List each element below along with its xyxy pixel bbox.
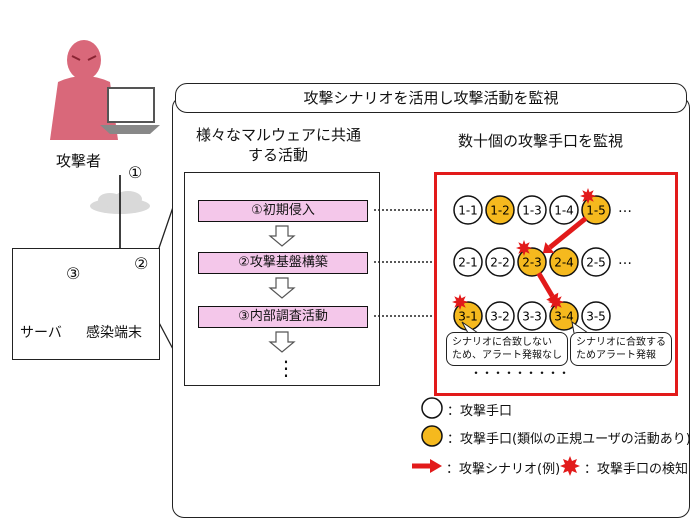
legend-similar-label: ：攻撃手口(類似の正規ユーザの活動あり) [447,432,691,447]
stage-internal-recon: ③内部調査活動 [198,306,368,328]
detection-burst-icon [580,188,596,204]
legend-normal-label: ：攻撃手口 [447,404,513,419]
legend-similar-icon [421,425,443,447]
legend-detection-icon [560,456,580,476]
scenario-arrow-2 [536,271,555,298]
main-title: 攻撃シナリオを活用し攻撃活動を監視 [175,83,687,113]
row-1-ellipsis: … [618,200,632,216]
laptop-icon [100,87,160,134]
technique-node-label: 3-5 [586,310,606,324]
technique-node: 3-2 [485,301,515,331]
left-heading-line2: する活動 [248,146,309,164]
step-marker-2: ② [134,254,149,273]
technique-node: 3-5 [581,301,611,331]
technique-node: 1-4 [549,195,579,225]
technique-node: 3-3 [517,301,547,331]
technique-node: 2-1 [453,247,483,277]
legend-detection-label: ：攻撃手口の検知 [584,462,689,477]
technique-node-label: 3-2 [490,310,510,324]
technique-node: 1-2 [485,195,515,225]
monitoring-area [434,172,678,396]
technique-node: 1-3 [517,195,547,225]
technique-node-label: 3-3 [522,310,542,324]
step-marker-1: ① [128,163,143,182]
technique-node-label: 1-4 [554,204,574,218]
stage-infrastructure: ②攻撃基盤構築 [198,252,368,274]
technique-node: 1-1 [453,195,483,225]
callout-alert-line1: シナリオに合致する [576,337,666,348]
legend-normal-icon [421,397,443,419]
technique-node: 2-3 [517,247,547,277]
left-heading-line1: 様々なマルウェアに共通 [196,126,362,144]
internal-network-box [12,248,160,360]
legend-scenario-icon [412,459,442,473]
callout-no-alert-line1: シナリオに合致しない [452,337,552,348]
attacker-label: 攻撃者 [56,152,102,170]
technique-node: 2-2 [485,247,515,277]
step-marker-3: ③ [66,264,81,283]
technique-node-label: 3-1 [458,310,478,324]
callout-no-alert: シナリオに合致しない ため、アラート発報なし [446,332,568,366]
row-2-ellipsis: … [618,252,632,268]
technique-node-label: 2-2 [490,256,510,270]
attacker-icon [50,40,118,140]
callout-no-alert-line2: ため、アラート発報なし [452,350,562,361]
technique-node-label: 2-1 [458,256,478,270]
stage-arrow-2 [268,277,296,299]
technique-node: 2-5 [581,247,611,277]
technique-node-label: 1-5 [586,204,606,218]
scenario-arrow-2-head [546,292,559,304]
terminal-label: 感染端末 [86,325,142,341]
callout-alert: シナリオに合致する ためアラート発報 [570,332,672,366]
legend-scenario-label: ：攻撃シナリオ(例) [446,462,561,477]
technique-node: 3-4 [549,301,579,331]
server-label: サーバ [20,325,62,341]
technique-node: 2-4 [549,247,579,277]
technique-node-label: 1-2 [490,204,510,218]
technique-node-label: 2-4 [554,256,574,270]
detection-burst-icon [516,240,532,256]
right-heading: 数十個の攻撃手口を監視 [458,132,624,150]
stage-arrow-1 [268,225,296,247]
detection-burst-icon [452,294,468,310]
scenario-arrow-1-head [542,242,555,254]
callout-alert-line2: ためアラート発報 [576,350,656,361]
technique-node-label: 1-3 [522,204,542,218]
technique-node-label: 3-4 [554,310,574,324]
technique-node-label: 2-3 [522,256,542,270]
stage-initial-intrusion: ①初期侵入 [198,200,368,222]
stage-arrow-3 [268,331,296,353]
stage-dots: ⋮ [276,356,296,380]
scenario-arrow-1 [548,216,588,250]
technique-node-label: 2-5 [586,256,606,270]
node-dots: ・・・・・・・・・ [470,366,570,380]
technique-node-label: 1-1 [458,204,478,218]
